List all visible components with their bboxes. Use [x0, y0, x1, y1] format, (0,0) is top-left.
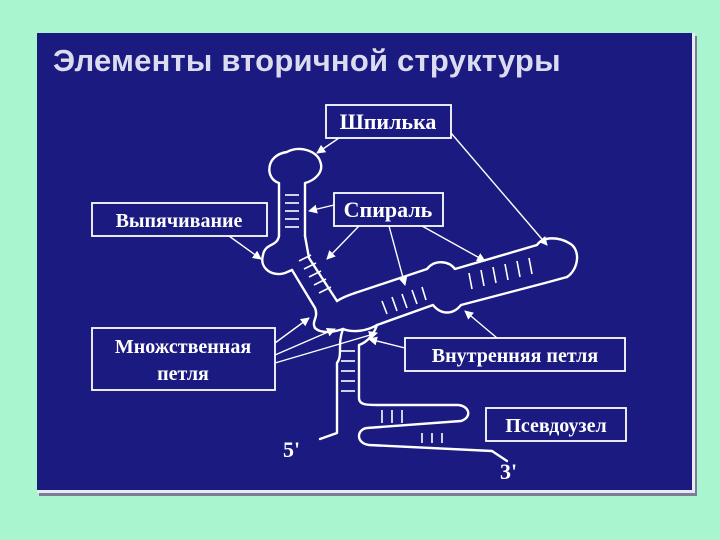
- slide: Элементы вторичной структуры: [37, 33, 695, 493]
- arrow-hairpin-right: [450, 132, 548, 246]
- bulge-loop: [261, 234, 294, 276]
- label-three-prime: 3': [500, 459, 517, 484]
- rna-secondary-structure-diagram: Шпилька Спираль Выпячивание Множственная…: [91, 104, 627, 484]
- label-pseudoknot: Псевдоузел: [485, 407, 627, 442]
- three-prime-tail: [490, 449, 509, 463]
- pointer-arrows: [228, 132, 548, 364]
- slide-title: Элементы вторичной структуры: [53, 43, 561, 78]
- left-stem-outer: [290, 268, 318, 330]
- label-bulge: Выпячивание: [91, 202, 268, 237]
- arrow-internal-loop-right: [464, 310, 498, 339]
- arrow-hairpin-top: [316, 137, 340, 154]
- arrow-helix-mid: [388, 225, 408, 286]
- rna-strand: [261, 147, 579, 463]
- label-helix-text: Спираль: [344, 197, 433, 222]
- arrow-multiloop-2: [274, 328, 336, 356]
- label-bulge-text: Выпячивание: [116, 210, 243, 232]
- label-internal-loop: Внутренняя петля: [404, 337, 626, 372]
- label-multiloop-text-2: петля: [157, 363, 209, 385]
- label-pseudoknot-text: Псевдоузел: [505, 415, 606, 437]
- arrow-helix-top: [308, 204, 335, 214]
- arrow-internal-loop-left: [368, 336, 406, 349]
- label-internal-loop-text: Внутренняя петля: [432, 345, 599, 367]
- center-stem-right: [357, 323, 494, 453]
- arrow-bulge: [228, 235, 262, 260]
- hairpin-top: [268, 147, 323, 238]
- label-hairpin-text: Шпилька: [340, 109, 437, 134]
- base-pairs: [285, 194, 533, 443]
- arrow-multiloop-1: [274, 317, 310, 344]
- center-stem-left: [318, 327, 345, 441]
- arrow-helix-right: [421, 225, 486, 262]
- arrow-helix-left: [326, 225, 360, 260]
- label-hairpin: Шпилька: [325, 104, 452, 139]
- right-helix-upper: [353, 237, 579, 295]
- arrow-multiloop-3: [274, 330, 378, 364]
- label-helix: Спираль: [333, 192, 444, 227]
- left-stem-inner: [303, 234, 339, 303]
- right-helix-lower: [341, 275, 569, 333]
- label-multiloop: Множственная петля: [91, 327, 276, 391]
- label-five-prime: 5': [283, 437, 300, 462]
- label-multiloop-text-1: Множственная: [115, 336, 251, 358]
